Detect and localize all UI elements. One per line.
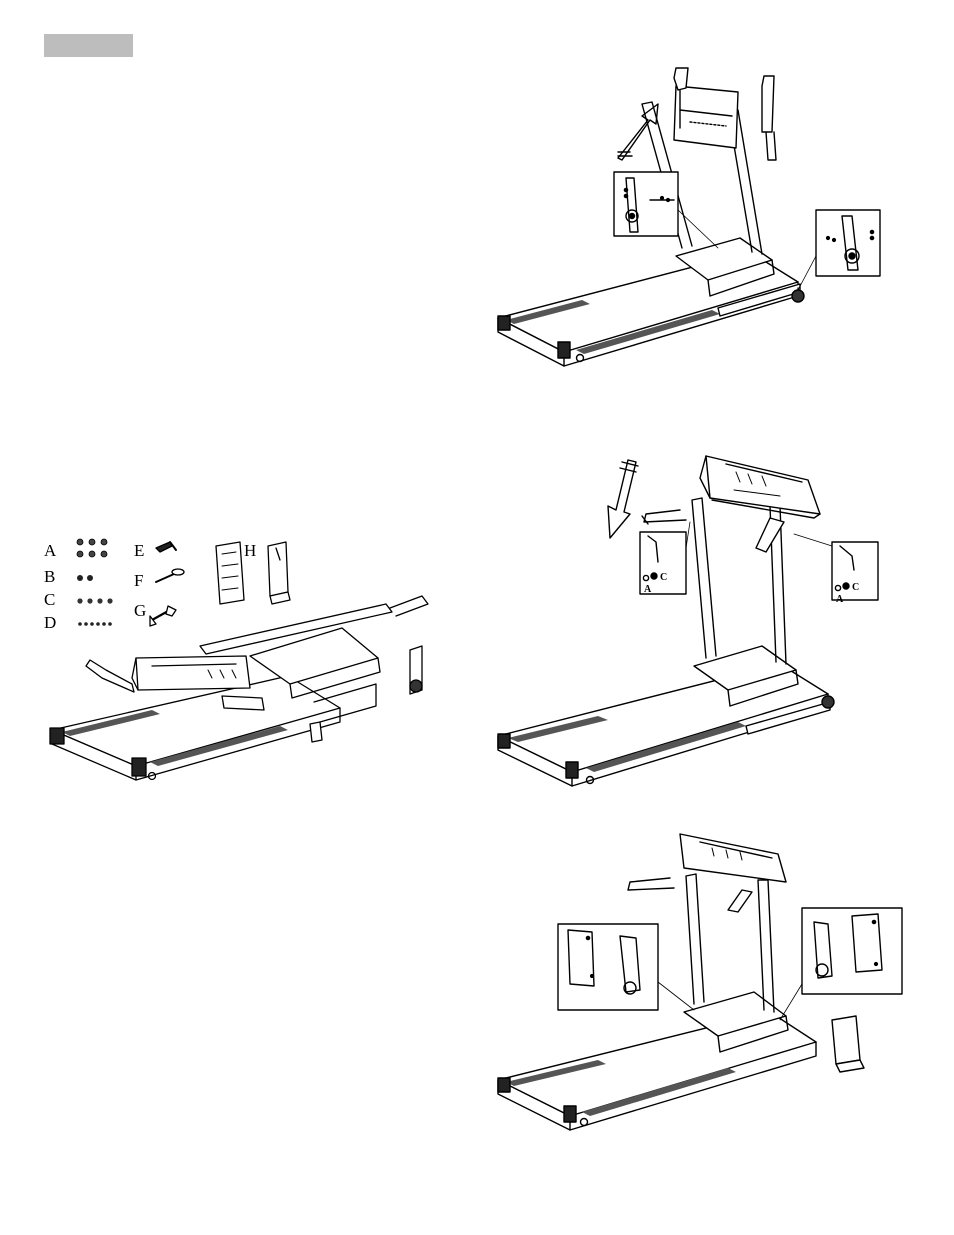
right-zoom-inset <box>802 908 902 994</box>
callout-label: C <box>660 572 667 583</box>
figure-raise-uprights <box>480 60 900 380</box>
left-zoom-inset <box>614 172 678 236</box>
part-letter: D <box>44 613 56 632</box>
figure-install-base-covers <box>480 820 910 1140</box>
left-zoom-inset: A C <box>640 532 686 595</box>
wrench-icon <box>150 606 176 626</box>
bolt-set-icon <box>77 539 107 557</box>
figure-hardware-and-folded-frame: A B C D E F G H <box>40 530 440 790</box>
left-zoom-inset <box>558 924 658 1010</box>
washer-set-icon <box>77 598 112 603</box>
lower-arrow-icon <box>608 460 638 538</box>
part-letter: C <box>44 590 55 609</box>
callout-label: A <box>836 594 844 605</box>
callout-label: C <box>852 582 859 593</box>
raise-arrow-icon <box>618 104 658 160</box>
section-header-tab <box>44 34 133 57</box>
screwdriver-icon <box>156 569 184 582</box>
part-letter: B <box>44 567 55 586</box>
part-letter: H <box>244 541 256 560</box>
right-zoom-inset: A C <box>832 542 878 605</box>
right-zoom-inset <box>816 210 880 276</box>
callout-label: A <box>644 584 652 595</box>
small-screw-row-icon <box>78 622 112 626</box>
part-letter: A <box>44 541 57 560</box>
part-letter: G <box>134 601 146 620</box>
part-letter: F <box>134 571 143 590</box>
nut-pair-icon <box>77 575 93 581</box>
part-letter: E <box>134 541 144 560</box>
allen-key-icon <box>156 542 176 552</box>
figure-lower-console: A C A C <box>480 440 900 800</box>
